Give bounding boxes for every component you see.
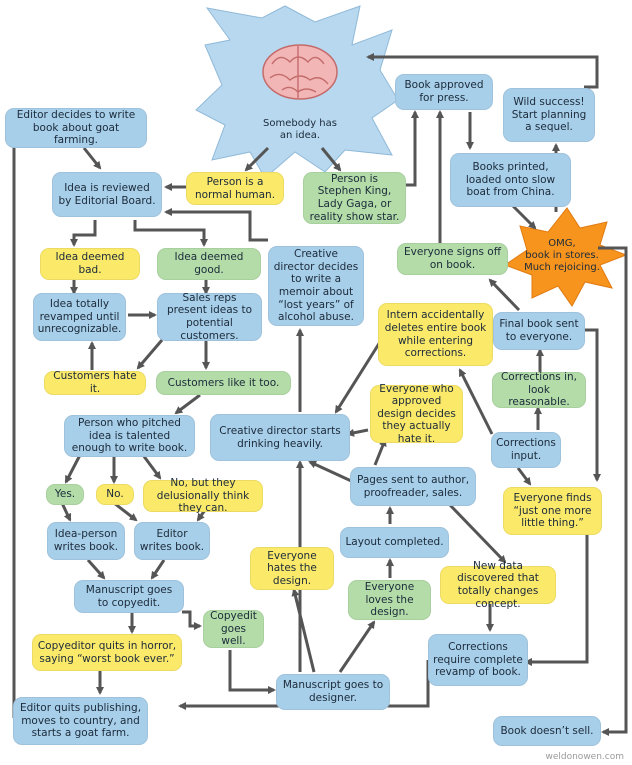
node-person-pitched: Person who pitched idea is talented enou… [64, 415, 195, 457]
brain-icon [262, 44, 338, 100]
node-manuscript-designer: Manuscript goes to designer. [276, 674, 390, 710]
node-no-but: No, but they delusionally think they can… [143, 477, 263, 514]
idea-burst-label: Somebody has an idea. [263, 118, 337, 141]
node-customers-like: Customers like it too. [156, 371, 291, 395]
node-no: No. [96, 484, 134, 505]
node-approved-hate: Everyone who approved design decides the… [370, 383, 463, 445]
omg-starburst [503, 207, 628, 307]
node-book-approved: Book approved for press. [395, 74, 493, 110]
node-normal-human: Person is a normal human. [186, 172, 284, 205]
node-little-thing: Everyone finds “just one more little thi… [503, 487, 602, 535]
node-editor-goat: Editor decides to write book about goat … [5, 108, 147, 148]
node-everyone-loves-design: Everyone loves the design. [348, 580, 431, 620]
node-revamped: Idea totally revamped until unrecognizab… [33, 293, 126, 341]
node-editorial-board: Idea is reviewed by Editorial Board. [52, 172, 162, 217]
node-idea-person-writes: Idea-person writes book. [47, 522, 125, 560]
node-creative-drinking: Creative director starts drinking heavil… [210, 414, 350, 461]
node-deemed-bad: Idea deemed bad. [40, 248, 140, 280]
node-copyeditor-quits: Copyeditor quits in horror, saying “wors… [32, 634, 182, 671]
node-customers-hate: Customers hate it. [44, 370, 146, 395]
node-corrections-input: Corrections input. [491, 432, 561, 468]
node-final-book-sent: Final book sent to everyone. [493, 312, 585, 350]
node-corrections-revamp: Corrections require complete revamp of b… [428, 634, 528, 686]
node-sales-reps: Sales reps present ideas to potential cu… [157, 292, 262, 342]
node-stephen-king: Person is Stephen King, Lady Gaga, or re… [303, 172, 406, 224]
node-yes: Yes. [46, 484, 84, 505]
node-everyone-signs: Everyone signs off on book. [397, 243, 508, 275]
credit-text: weldonowen.com [545, 752, 624, 762]
node-manuscript-copyedit: Manuscript goes to copyedit. [74, 580, 184, 613]
node-book-doesnt-sell: Book doesn’t sell. [493, 716, 601, 746]
node-editor-quits: Editor quits publishing, moves to countr… [13, 697, 148, 745]
node-deemed-good: Idea deemed good. [157, 248, 261, 280]
node-pages-sent: Pages sent to author, proofreader, sales… [350, 467, 476, 506]
node-creative-memoir: Creative director decides to write a mem… [268, 246, 364, 326]
node-new-data: New data discovered that totally changes… [440, 560, 556, 610]
node-everyone-hates-design: Everyone hates the design. [250, 547, 334, 590]
node-intern-deletes: Intern accidentally deletes entire book … [378, 303, 493, 366]
node-books-printed: Books printed, loaded onto slow boat fro… [450, 153, 571, 207]
node-copyedit-well: Copyedit goes well. [203, 610, 264, 648]
node-corrections-reasonable: Corrections in, look reasonable. [492, 371, 586, 408]
node-layout-completed: Layout completed. [340, 527, 449, 558]
node-editor-writes: Editor writes book. [134, 522, 210, 560]
omg-burst-label: OMG, book in stores. Much rejoicing. [524, 238, 600, 273]
node-wild-success: Wild success! Start planning a sequel. [503, 88, 595, 142]
